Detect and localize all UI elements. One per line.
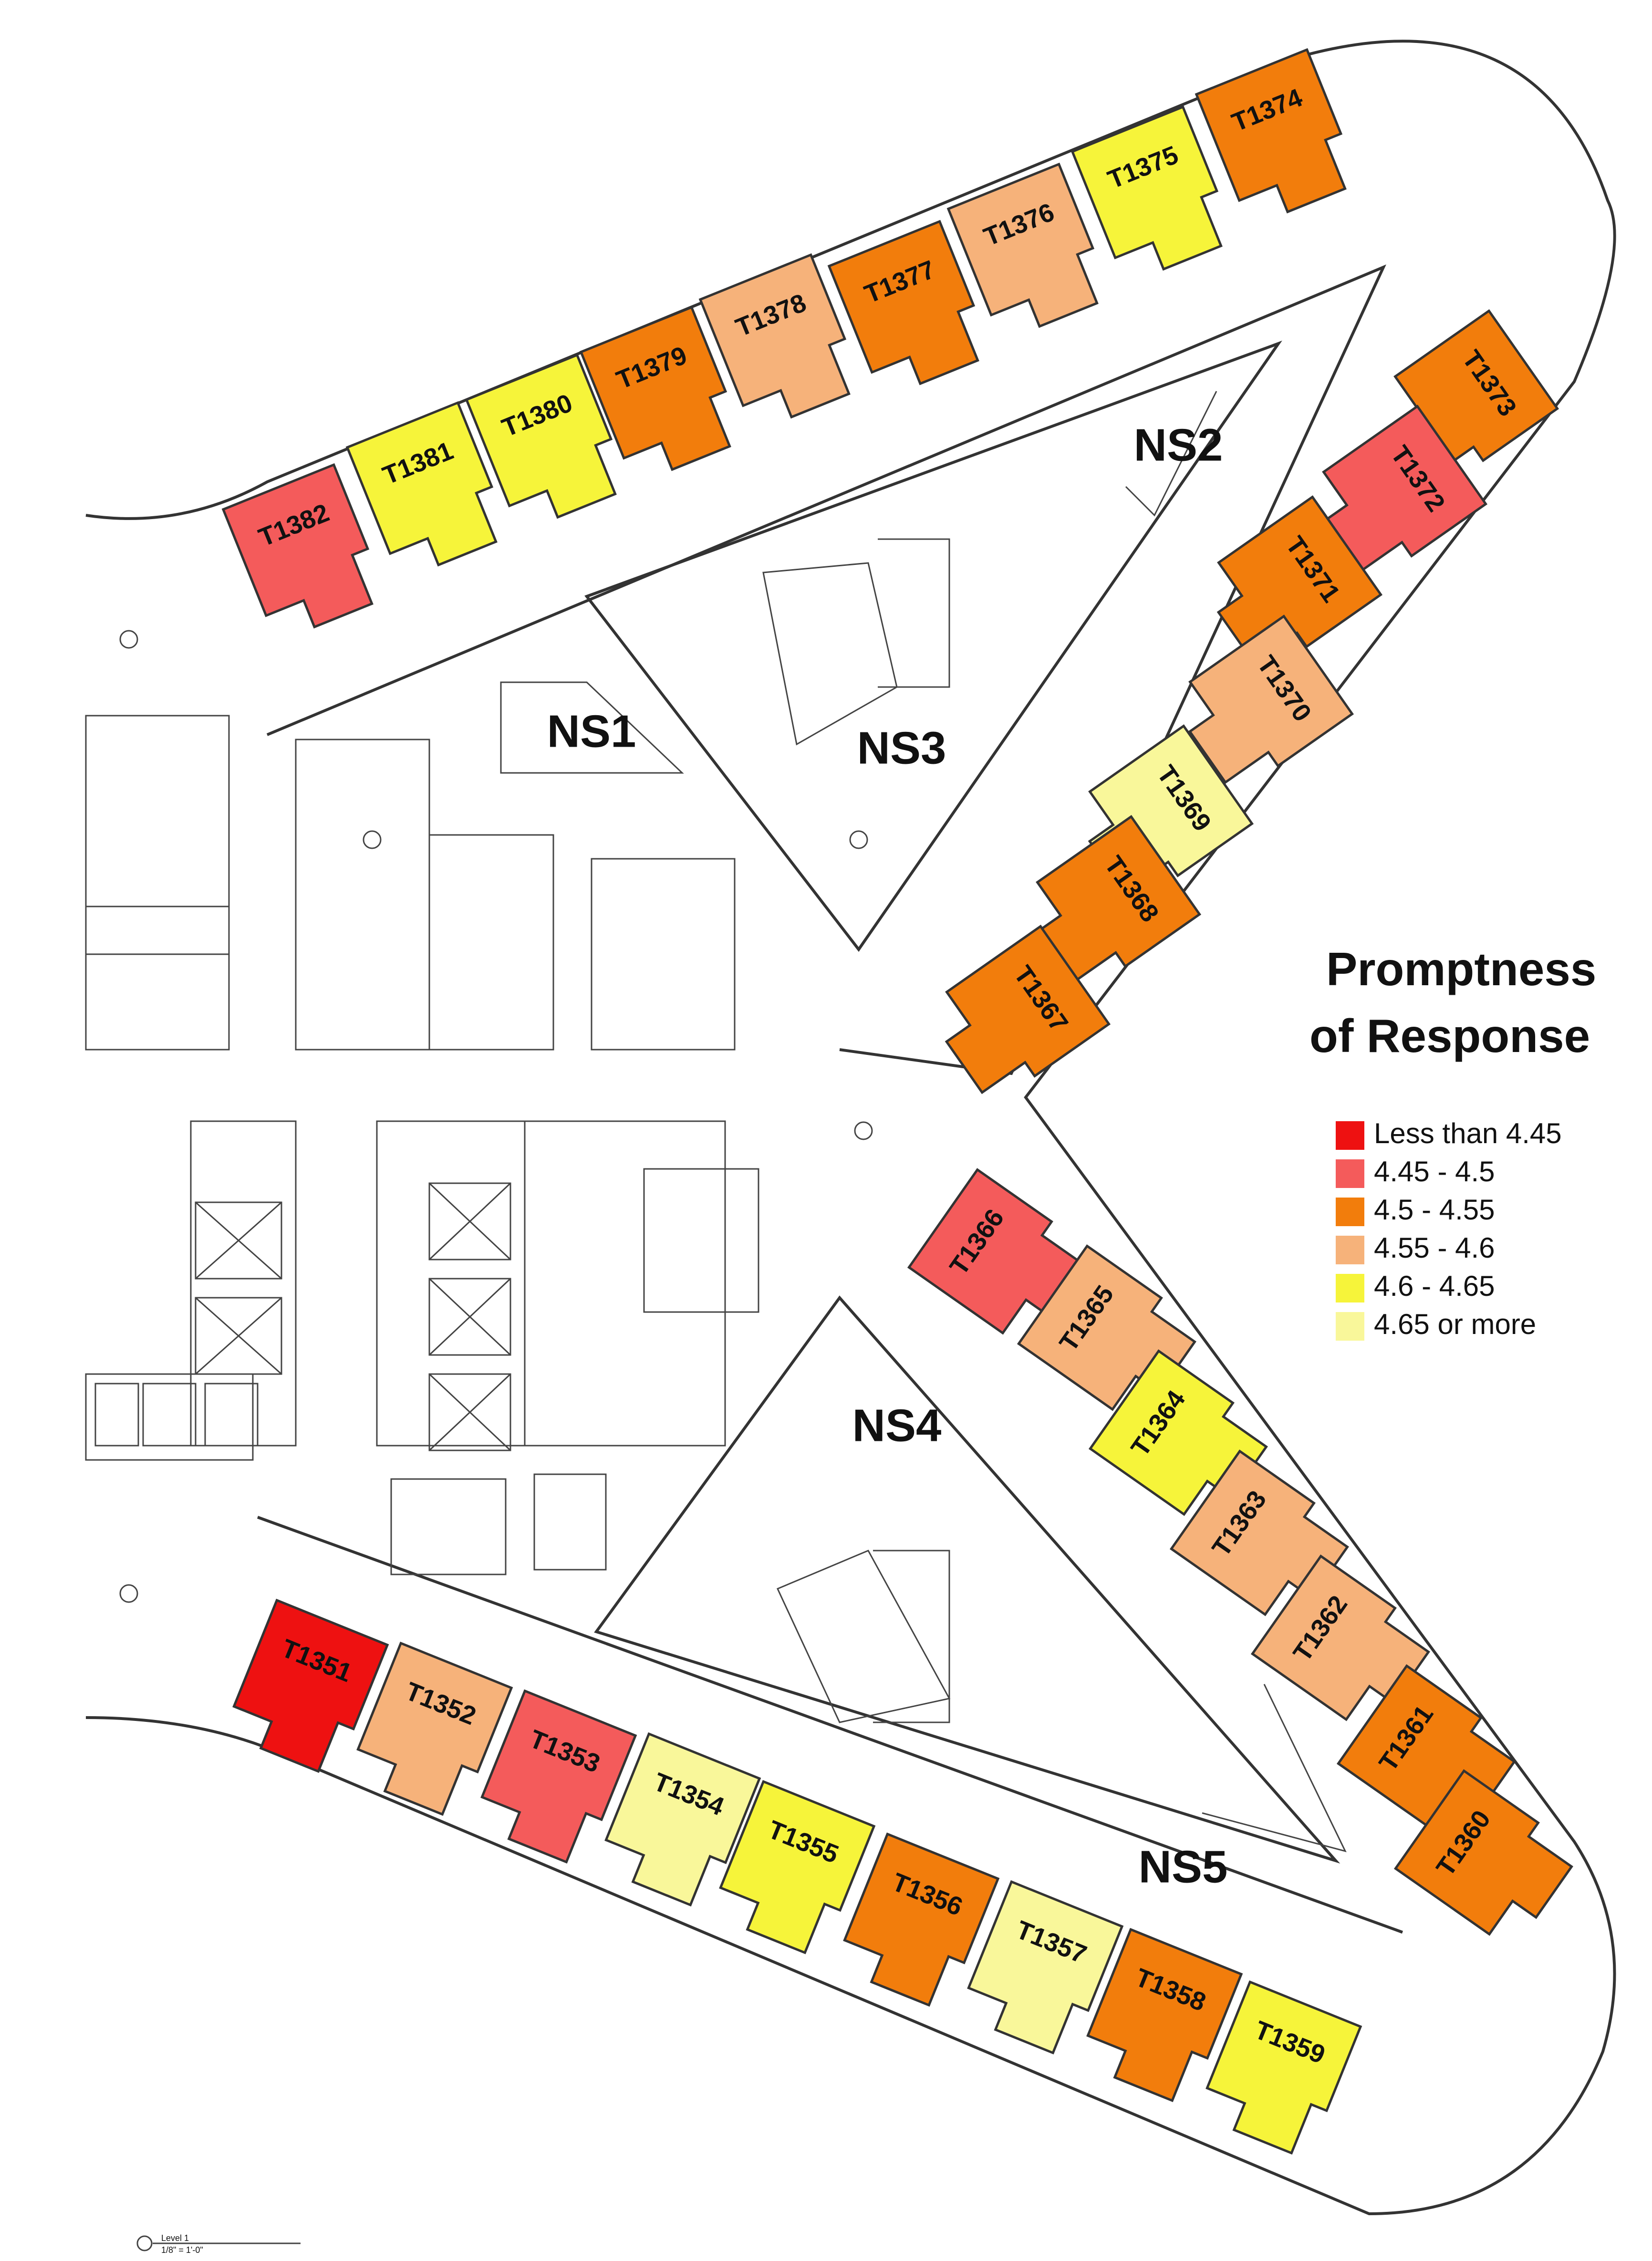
legend-item: 4.45 - 4.5: [1336, 1156, 1495, 1188]
legend: Promptness of Response Less than 4.45 4.4…: [1309, 943, 1596, 1341]
legend-item: 4.55 - 4.6: [1336, 1232, 1495, 1264]
room-fill: [946, 162, 1099, 328]
room-fill: [1086, 1928, 1243, 2103]
room-fill: [356, 1641, 513, 1816]
room-t1382: T1382: [221, 463, 374, 629]
room-fill: [604, 1732, 761, 1907]
drawing-footer: Level 1 1/8" = 1'-0": [136, 2233, 301, 2255]
room-t1380: T1380: [465, 353, 617, 519]
room-t1359: T1359: [1205, 1980, 1362, 2155]
room-fill: [967, 1880, 1124, 2055]
room-fill: [1195, 48, 1347, 214]
footer-level-label: Level 1: [161, 2233, 189, 2243]
room-t1368: T1368: [1035, 815, 1202, 985]
legend-item: 4.65 or more: [1336, 1308, 1536, 1341]
room-fill: [1088, 1349, 1268, 1516]
nursing-stations: NS1 NS2 NS3 NS4 NS5: [547, 419, 1228, 1892]
legend-title-line1: Promptness: [1326, 943, 1596, 995]
room-t1355: T1355: [719, 1780, 876, 1955]
station-ns4-label: NS4: [852, 1400, 942, 1451]
legend-item: 4.5 - 4.55: [1336, 1194, 1495, 1226]
room-t1352: T1352: [356, 1641, 513, 1816]
room-fill: [345, 401, 498, 567]
core-walls: [85, 630, 873, 1603]
room-t1375: T1375: [1070, 105, 1223, 271]
room-fill: [827, 219, 979, 386]
room-t1367: T1367: [945, 925, 1111, 1094]
station-ns1-label: NS1: [547, 706, 636, 757]
legend-swatch: [1336, 1121, 1364, 1150]
elevator-shafts: [94, 1182, 511, 1451]
legend-label: 4.45 - 4.5: [1374, 1156, 1495, 1188]
room-t1353: T1353: [480, 1689, 637, 1864]
room-t1372: T1372: [1321, 405, 1488, 574]
room-fill: [1250, 1554, 1430, 1721]
room-fill: [579, 305, 731, 471]
room-fill: [221, 463, 374, 629]
room-fill: [480, 1689, 637, 1864]
room-t1374: T1374: [1195, 48, 1347, 214]
legend-item: 4.6 - 4.65: [1336, 1270, 1495, 1302]
building-walls: [85, 40, 1616, 2216]
room-t1351: T1351: [232, 1598, 389, 1773]
room-t1363: T1363: [1169, 1449, 1349, 1616]
room-t1364: T1364: [1088, 1349, 1268, 1516]
legend-label: 4.55 - 4.6: [1374, 1232, 1495, 1264]
room-t1376: T1376: [946, 162, 1099, 328]
station-ns2-label: NS2: [1134, 419, 1223, 470]
room-fill: [1205, 1980, 1362, 2155]
room-fill: [465, 353, 617, 519]
room-fill: [1393, 1769, 1573, 1936]
footer-scale-label: 1/8" = 1'-0": [161, 2245, 203, 2255]
room-t1360: T1360: [1393, 1769, 1573, 1936]
room-t1370: T1370: [1188, 615, 1354, 784]
room-fill: [232, 1598, 389, 1773]
legend-swatch: [1336, 1236, 1364, 1264]
room-fill: [843, 1832, 1000, 2007]
legend-title-line2: of Response: [1309, 1010, 1590, 1062]
room-fill: [1188, 615, 1354, 784]
legend-swatch: [1336, 1274, 1364, 1302]
legend-label: Less than 4.45: [1374, 1117, 1562, 1149]
room-fill: [945, 925, 1111, 1094]
room-t1377: T1377: [827, 219, 979, 386]
room-t1357: T1357: [967, 1880, 1124, 2055]
room-t1378: T1378: [698, 253, 851, 419]
legend-label: 4.65 or more: [1374, 1308, 1536, 1340]
room-t1358: T1358: [1086, 1928, 1243, 2103]
legend-label: 4.6 - 4.65: [1374, 1270, 1495, 1302]
legend-item: Less than 4.45: [1336, 1117, 1562, 1150]
legend-swatch: [1336, 1312, 1364, 1341]
station-ns3-label: NS3: [857, 722, 946, 773]
room-t1356: T1356: [843, 1832, 1000, 2007]
patient-rooms: T1382T1381T1380T1379T1378T1377T1376T1375…: [221, 48, 1573, 2155]
room-t1381: T1381: [345, 401, 498, 567]
room-fill: [698, 253, 851, 419]
room-fill: [719, 1780, 876, 1955]
legend-swatch: [1336, 1198, 1364, 1226]
room-t1362: T1362: [1250, 1554, 1430, 1721]
room-fill: [1070, 105, 1223, 271]
room-t1379: T1379: [579, 305, 731, 471]
room-fill: [1169, 1449, 1349, 1616]
legend-swatch: [1336, 1159, 1364, 1188]
room-t1371: T1371: [1216, 495, 1383, 665]
room-t1354: T1354: [604, 1732, 761, 1907]
station-ns5-label: NS5: [1139, 1841, 1228, 1892]
legend-items: Less than 4.45 4.45 - 4.5 4.5 - 4.55 4.55 -…: [1336, 1117, 1562, 1341]
legend-label: 4.5 - 4.55: [1374, 1194, 1495, 1226]
